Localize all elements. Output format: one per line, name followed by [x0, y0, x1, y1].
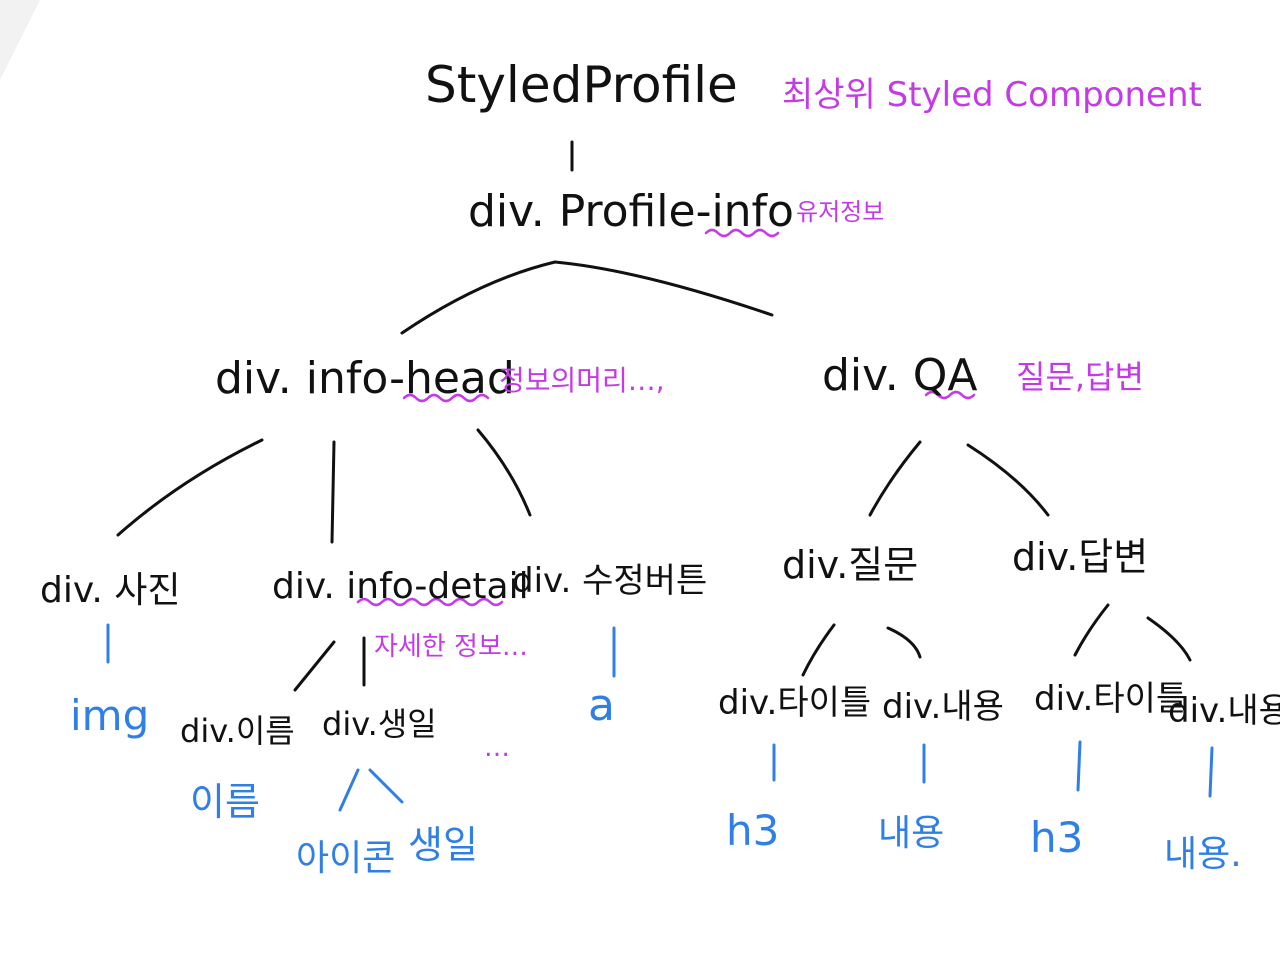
answer-content-element: 내용.: [1164, 834, 1242, 875]
page-corner-shadow: [0, 0, 40, 80]
answer-title-node: div.타이틀: [1034, 679, 1187, 719]
edge-info-head-photo: [116, 438, 264, 537]
birthday-node: div.생일: [322, 705, 437, 743]
edge-qa-answer: [966, 443, 1050, 517]
qa-note: 질문,답변: [1016, 358, 1144, 396]
info-head-node: div. info-head: [215, 353, 515, 404]
underline-qa: [924, 390, 976, 400]
highlight-underlines: [356, 228, 976, 607]
edge-answer-content-element: [1208, 746, 1214, 798]
edge-info-head-info-detail: [330, 440, 336, 544]
edge-answer-title: [1073, 603, 1110, 657]
edge-profile-info-children: [400, 260, 774, 335]
info-detail-node: div. info-detail: [272, 566, 529, 607]
question-title-node: div.타이틀: [718, 683, 871, 723]
edge-qa-question: [868, 440, 922, 517]
edge-info-detail-name: [293, 640, 336, 692]
birthday-date-element: 생일: [408, 823, 478, 867]
birthday-icon-element: 아이콘: [296, 838, 395, 879]
edit-button-node: div. 수정버튼: [512, 561, 707, 601]
underline-info-detail: [356, 597, 504, 607]
edit-button-element: a: [588, 680, 615, 731]
answer-title-element: h3: [1030, 813, 1083, 862]
photo-element: img: [70, 691, 149, 740]
element-connectors: [106, 623, 1214, 812]
answer-content-node: div.내용: [1168, 691, 1280, 731]
profile-info-note: 유저정보: [796, 198, 884, 226]
profile-info-node: div. Profile-info: [468, 186, 794, 237]
info-detail-note: 자세한 정보…: [374, 632, 528, 662]
edge-answer-title-h3: [1076, 740, 1082, 792]
photo-node: div. 사진: [40, 570, 181, 611]
name-node: div.이름: [180, 712, 295, 750]
root-component-note: 최상위 Styled Component: [782, 75, 1202, 115]
underline-info: [704, 228, 780, 238]
info-head-note: 정보의머리…,: [499, 364, 665, 397]
root-component-label: StyledProfile: [425, 56, 738, 114]
edge-question-content: [886, 626, 922, 659]
answer-node: div.답변: [1012, 535, 1148, 579]
question-title-element: h3: [726, 806, 779, 855]
edge-info-head-edit-button: [476, 428, 532, 517]
more-children-ellipsis: …: [484, 733, 510, 763]
edge-birthday-icon: [338, 768, 360, 812]
tree-connectors: [116, 140, 1192, 692]
edge-answer-content: [1146, 616, 1192, 662]
underline-head: [402, 393, 490, 403]
qa-node: div. QA: [822, 350, 977, 401]
edge-birthday-date: [368, 768, 404, 804]
question-node: div.질문: [782, 543, 918, 587]
edge-question-title: [801, 623, 836, 677]
name-element: 이름: [190, 780, 260, 824]
question-content-node: div.내용: [882, 687, 1004, 727]
question-content-element: 내용: [878, 813, 944, 854]
